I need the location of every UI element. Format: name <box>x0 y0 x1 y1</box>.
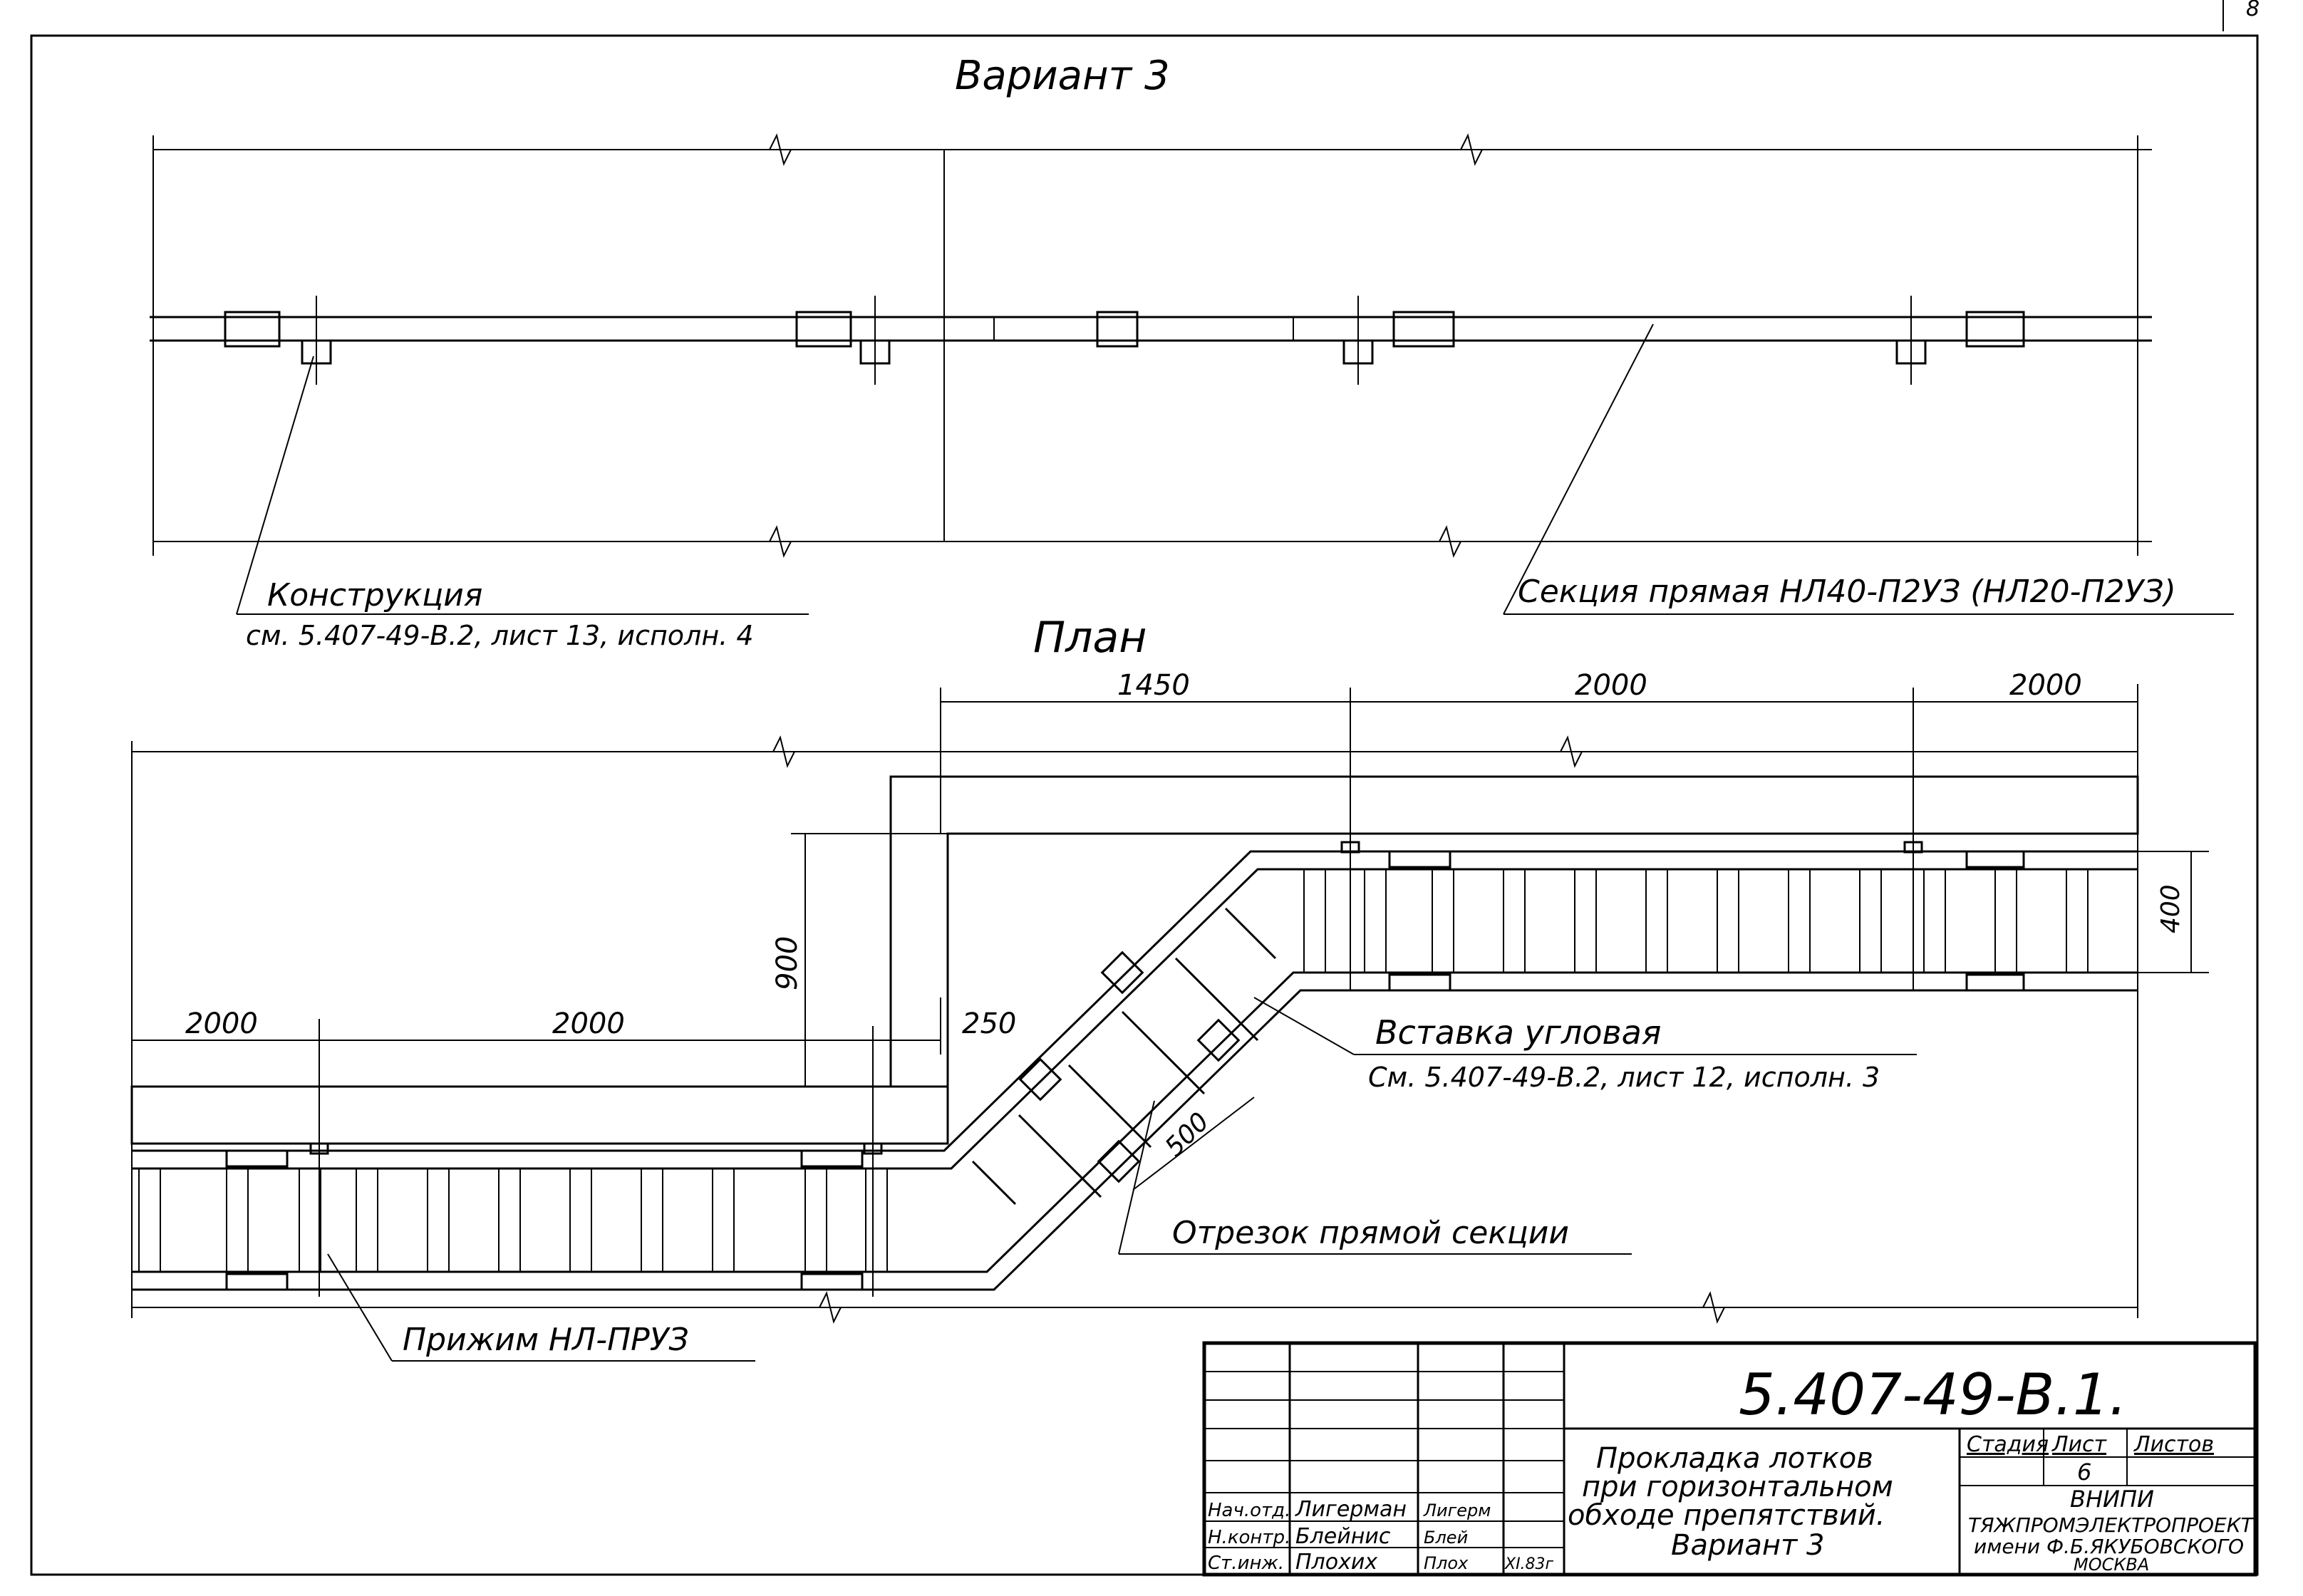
signature-role: Н.контр. <box>1208 1527 1290 1548</box>
sheet-header: Лист <box>2051 1432 2108 1457</box>
dim-900: 900 <box>771 936 804 990</box>
variant-elevation <box>150 133 2234 615</box>
construction-label: Конструкция <box>267 577 482 613</box>
construction-ref: см. 5.407-49-В.2, лист 13, исполн. 4 <box>246 620 754 651</box>
signature-role: Нач.отд. <box>1208 1500 1290 1521</box>
title-line-4: Вариант 3 <box>1671 1529 1824 1562</box>
corner-insert-ref: См. 5.407-49-В.2, лист 12, исполн. 3 <box>1368 1062 1880 1093</box>
signature-name: Блейнис <box>1295 1524 1391 1549</box>
title-line-2: при горизонтальном <box>1582 1471 1893 1503</box>
title-line-3: обходе препятствий. <box>1568 1499 1885 1532</box>
org-line-1: ВНИПИ <box>2070 1486 2154 1513</box>
org-line-2: ТЯЖПРОМЭЛЕКТРОПРОЕКТ <box>1968 1513 2255 1537</box>
title-block <box>1202 1341 2257 1577</box>
signature-role: Ст.инж. <box>1208 1553 1284 1574</box>
signature-sign: Плох <box>1424 1553 1469 1573</box>
dim-2000-left-b: 2000 <box>552 1007 625 1040</box>
doc-number: 5.407-49-В.1. <box>1739 1362 2127 1428</box>
corner-mark: 8 <box>2246 0 2260 21</box>
dim-250: 250 <box>962 1007 1016 1040</box>
stage-header: Стадия <box>1967 1432 2049 1457</box>
corner-insert-label: Вставка угловая <box>1375 1013 1661 1052</box>
dim-1450: 1450 <box>1117 669 1190 702</box>
plan-title: План <box>1033 613 1147 663</box>
signature-date: XI.83г <box>1504 1555 1554 1573</box>
plan-view <box>130 684 2209 1362</box>
signature-sign: Блей <box>1424 1528 1468 1548</box>
dim-2000-left-a: 2000 <box>185 1007 258 1040</box>
cut-section-label: Отрезок прямой секции <box>1172 1215 1569 1251</box>
dim-2000-top-a: 2000 <box>1575 669 1647 702</box>
dim-2000-top-b: 2000 <box>2009 669 2082 702</box>
sheet-frame <box>30 34 2259 1576</box>
title-line-1: Прокладка лотков <box>1596 1442 1873 1475</box>
straight-section-label: Секция прямая НЛ40-П2УЗ (НЛ20-П2УЗ) <box>1518 574 2176 610</box>
sheet-value: 6 <box>2077 1458 2091 1486</box>
org-line-4: МОСКВА <box>2074 1555 2149 1575</box>
sheets-header: Листов <box>2133 1432 2214 1457</box>
signature-sign: Лигерм <box>1423 1501 1491 1520</box>
signature-name: Плохих <box>1295 1550 1377 1575</box>
clamp-label: Прижим НЛ-ПРУЗ <box>403 1322 689 1358</box>
org-line-3: имени Ф.Б.ЯКУБОВСКОГО <box>1974 1535 2244 1558</box>
signature-name: Лигерман <box>1295 1497 1407 1522</box>
dim-500: 500 <box>1159 1107 1215 1163</box>
variant-title: Вариант 3 <box>955 53 1170 99</box>
dim-400: 400 <box>2156 884 2185 933</box>
